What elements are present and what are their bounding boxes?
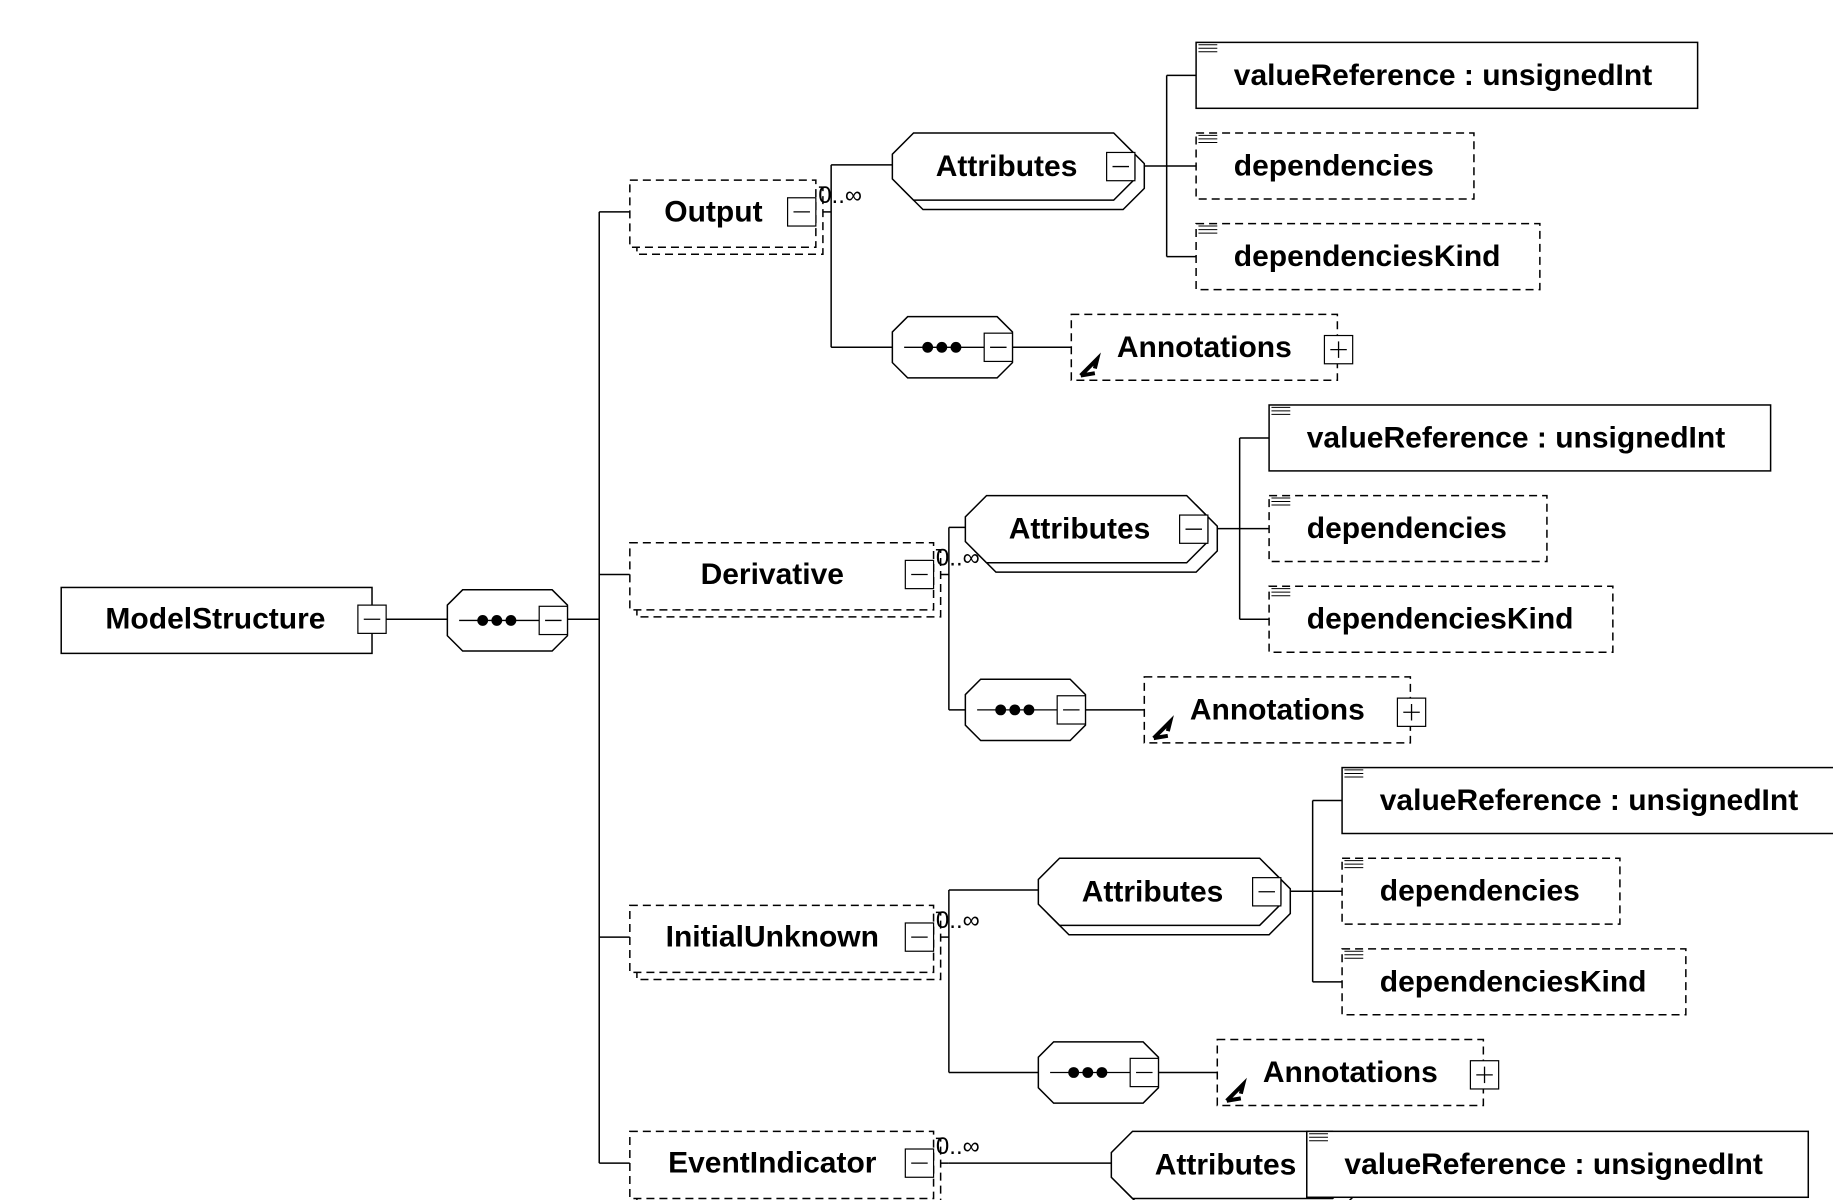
group-derivative-sequence-compositor-dot-3 — [1023, 704, 1035, 716]
group-initial-unknown-attributes-toggle[interactable] — [1252, 877, 1282, 907]
diagram-nodes: ModelStructure Output 0..∞ Attributes valueR… — [60, 41, 1833, 1200]
group-initial-unknown-attr-dependencies-kind[interactable] — [1341, 948, 1687, 1016]
group-event-indicator-element-label: EventIndicator — [668, 1147, 877, 1180]
root-element-label: ModelStructure — [105, 603, 325, 636]
group-derivative-attr-dependencies-label: dependencies — [1307, 512, 1507, 545]
group-initial-unknown-attr-value-reference-label: valueReference : unsignedInt — [1380, 784, 1798, 817]
group-initial-unknown-sequence-compositor-dot-3 — [1096, 1067, 1108, 1078]
group-initial-unknown-occurrence: 0..∞ — [936, 907, 980, 934]
group-initial-unknown-annotations-label: Annotations — [1263, 1056, 1438, 1089]
group-output-annotations-box[interactable] — [1070, 313, 1339, 382]
group-derivative-attr-dependencies-kind-label: dependenciesKind — [1307, 603, 1574, 636]
group-output-collapse-toggle[interactable] — [786, 197, 817, 227]
group-initial-unknown-sequence-compositor-dot-2 — [1082, 1067, 1094, 1078]
group-initial-unknown-attr-value-reference[interactable] — [1341, 766, 1833, 835]
group-output-sequence-compositor-dot-2 — [936, 341, 948, 353]
main-sequence-toggle[interactable] — [538, 605, 569, 636]
group-event-indicator-attr-value-reference[interactable] — [1306, 1130, 1810, 1199]
group-output-attr-value-reference[interactable] — [1195, 41, 1699, 110]
group-initial-unknown-element-box[interactable] — [629, 904, 935, 974]
group-initial-unknown-sequence-compositor-dot-1 — [1068, 1067, 1080, 1078]
group-output-reference-arrow-icon — [1079, 352, 1101, 378]
group-initial-unknown-attr-dependencies-kind-label: dependenciesKind — [1380, 965, 1647, 998]
group-initial-unknown-reference-arrow-icon — [1225, 1077, 1247, 1103]
main-sequence-compositor-dot-2 — [491, 615, 503, 626]
main-sequence-compositor-dot-1 — [477, 615, 489, 626]
group-output-attr-value-reference-label: valueReference : unsignedInt — [1234, 59, 1652, 92]
group-initial-unknown-attr-dependencies[interactable] — [1341, 857, 1621, 925]
group-output-sequence-toggle[interactable] — [983, 332, 1014, 363]
group-derivative-attributes-label: Attributes — [1009, 513, 1151, 546]
group-initial-unknown-attributes[interactable] — [1037, 857, 1282, 927]
group-output-attributes-toggle[interactable] — [1106, 151, 1136, 182]
group-derivative-annotations-label: Annotations — [1190, 693, 1365, 726]
group-derivative-annotations-expand[interactable] — [1396, 697, 1427, 727]
group-initial-unknown-annotations-box[interactable] — [1216, 1038, 1485, 1107]
group-output-element-label: Output — [664, 195, 762, 228]
group-derivative-element-label: Derivative — [701, 558, 844, 591]
group-output-sequence-compositor-dot-3 — [950, 341, 962, 353]
group-output-occurrence: 0..∞ — [818, 182, 862, 209]
group-derivative-attr-value-reference-label: valueReference : unsignedInt — [1307, 421, 1725, 454]
group-derivative-reference-arrow-icon — [1152, 715, 1174, 741]
group-initial-unknown-element-label: InitialUnknown — [666, 921, 879, 954]
group-derivative-attributes[interactable] — [964, 494, 1209, 564]
group-event-indicator-attr-value-reference-label: valueReference : unsignedInt — [1344, 1148, 1762, 1181]
group-output-sequence-compositor-dot-1 — [922, 341, 934, 353]
group-initial-unknown-attributes-label: Attributes — [1082, 875, 1224, 908]
group-event-indicator-occurrence: 0..∞ — [936, 1133, 980, 1160]
group-initial-unknown-attr-dependencies-label: dependencies — [1380, 875, 1580, 908]
group-derivative-sequence-compositor-dot-2 — [1009, 704, 1021, 716]
group-derivative-attr-dependencies[interactable] — [1268, 494, 1548, 563]
group-output-attr-dependencies-kind[interactable] — [1195, 222, 1541, 291]
group-derivative-attributes-toggle[interactable] — [1179, 514, 1209, 544]
root-element-box[interactable] — [60, 586, 373, 655]
group-output-attr-dependencies-kind-label: dependenciesKind — [1234, 240, 1501, 273]
group-event-indicator-element-box[interactable] — [629, 1130, 935, 1200]
group-initial-unknown-sequence-toggle[interactable] — [1129, 1057, 1160, 1088]
group-output-annotations-expand[interactable] — [1323, 334, 1354, 365]
group-output-element-box[interactable] — [629, 179, 817, 248]
group-derivative-annotations-box[interactable] — [1143, 676, 1412, 744]
group-initial-unknown-annotations-expand-box[interactable] — [1469, 1060, 1500, 1090]
root-collapse-toggle[interactable] — [357, 604, 387, 634]
group-event-indicator-attributes-label: Attributes — [1155, 1148, 1297, 1181]
group-derivative-attr-dependencies-kind[interactable] — [1268, 585, 1614, 653]
group-output-attr-dependencies-label: dependencies — [1234, 149, 1434, 182]
group-output-attr-dependencies[interactable] — [1195, 132, 1475, 200]
group-derivative-sequence-toggle[interactable] — [1056, 695, 1087, 725]
main-sequence-compositor-dot-3 — [505, 615, 517, 626]
group-event-indicator-collapse-toggle[interactable] — [904, 1148, 935, 1178]
group-output-attributes[interactable] — [891, 132, 1136, 201]
group-output-annotations-label: Annotations — [1117, 331, 1292, 364]
group-initial-unknown-annotations-expand[interactable] — [1469, 1060, 1500, 1090]
group-derivative-sequence-compositor-dot-1 — [995, 704, 1007, 716]
group-derivative-element-box[interactable] — [629, 541, 935, 611]
group-initial-unknown-collapse-toggle[interactable] — [904, 922, 935, 952]
group-derivative-attr-value-reference[interactable] — [1268, 404, 1772, 472]
group-derivative-collapse-toggle[interactable] — [904, 559, 935, 590]
group-output-attributes-label: Attributes — [936, 150, 1078, 183]
connector-lines — [386, 74, 1354, 1166]
